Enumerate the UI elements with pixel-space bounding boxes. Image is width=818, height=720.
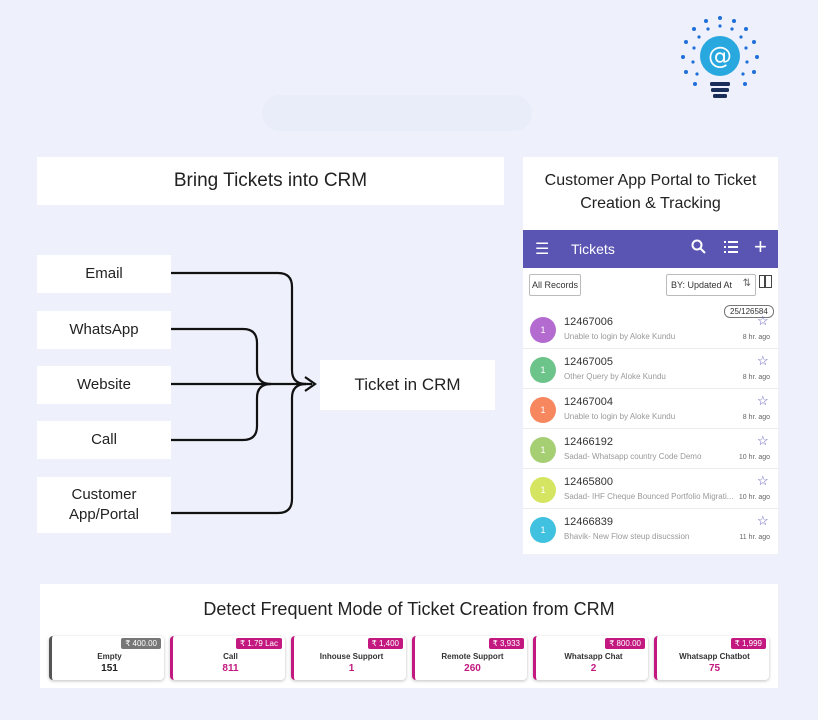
list-toolbar: All Records BY: Updated At ⇅ [523, 268, 778, 302]
mode-label: Inhouse Support [319, 652, 384, 661]
star-icon[interactable]: ☆ [757, 353, 769, 368]
mode-label: Whatsapp Chatbot [679, 652, 750, 661]
source-website: Website [37, 366, 171, 404]
mode-card-remote-support[interactable]: ₹ 3,933 Remote Support 260 [412, 636, 527, 680]
ticket-mode-title: Detect Frequent Mode of Ticket Creation … [203, 599, 615, 619]
faded-placeholder-bar [262, 95, 532, 131]
mode-amount: ₹ 1,400 [367, 638, 403, 649]
star-icon[interactable]: ☆ [757, 313, 769, 328]
ticket-time: 10 hr. ago [738, 454, 770, 461]
plus-icon[interactable]: + [754, 234, 767, 259]
at-sign-lightbulb-logo: @ [681, 16, 759, 98]
svg-text:@: @ [708, 42, 732, 70]
source-call: Call [37, 421, 171, 459]
ticket-badge: 1 [530, 397, 556, 423]
mode-count: 75 [708, 663, 721, 674]
ticket-row[interactable]: 1 12467004 Unable to login by Aloke Kund… [523, 389, 778, 429]
record-count-badge: 25/126584 [724, 305, 774, 318]
ticket-number: 12467006 [564, 316, 613, 328]
ticket-number: 12467004 [564, 396, 613, 408]
source-customer-portal: Customer App/Portal [37, 477, 171, 533]
mode-count: 151 [101, 663, 118, 674]
ticket-time: 10 hr. ago [738, 494, 770, 501]
mode-card-whatsapp-chatbot[interactable]: ₹ 1,999 Whatsapp Chatbot 75 [654, 636, 769, 680]
mode-amount: ₹ 1.79 Lac [235, 638, 282, 649]
columns-icon[interactable] [759, 275, 772, 288]
sort-by-label: BY: Updated At [671, 280, 733, 290]
search-icon[interactable] [691, 239, 706, 254]
mode-card-inhouse-support[interactable]: ₹ 1,400 Inhouse Support 1 [291, 636, 406, 680]
ticket-row[interactable]: 1 12467005 Other Query by Aloke Kundu ☆ … [523, 349, 778, 389]
ticket-time: 11 hr. ago [739, 534, 770, 541]
mode-label: Whatsapp Chat [564, 652, 623, 661]
ticket-badge: 1 [530, 317, 556, 343]
ticket-time: 8 hr. ago [742, 414, 770, 421]
mode-count: 1 [348, 663, 355, 674]
list-icon[interactable] [724, 241, 738, 253]
mode-count: 260 [464, 663, 481, 674]
ticket-mode-panel: Detect Frequent Mode of Ticket Creation … [40, 584, 778, 688]
ticket-time: 8 hr. ago [742, 374, 770, 381]
ticket-time: 8 hr. ago [742, 334, 770, 341]
source-whatsapp: WhatsApp [37, 311, 171, 349]
ticket-badge: 1 [530, 437, 556, 463]
mode-amount: ₹ 400.00 [121, 638, 161, 649]
ticket-row[interactable]: 1 12467006 Unable to login by Aloke Kund… [523, 309, 778, 349]
ticket-description: Sadad- IHF Cheque Bounced Portfolio Migr… [564, 492, 734, 501]
ticket-description: Bhavik- New Flow steup disucssion [564, 532, 690, 541]
mode-amount: ₹ 1,999 [730, 638, 766, 649]
app-bar: ☰ Tickets + [523, 230, 778, 268]
ticket-description: Unable to login by Aloke Kundu [564, 332, 676, 341]
mode-label: Call [223, 652, 238, 661]
ticket-number: 12466839 [564, 516, 613, 528]
star-icon[interactable]: ☆ [757, 473, 769, 488]
sort-direction-icon: ⇅ [742, 278, 751, 289]
ticket-description: Unable to login by Aloke Kundu [564, 412, 676, 421]
mode-count: 2 [590, 663, 597, 674]
hamburger-icon[interactable]: ☰ [535, 241, 550, 258]
mode-card-empty[interactable]: ₹ 400.00 Empty 151 [49, 636, 164, 680]
portal-title: Customer App Portal to Ticket Creation &… [544, 172, 757, 212]
ticket-badge: 1 [530, 477, 556, 503]
mode-amount: ₹ 3,933 [488, 638, 524, 649]
ticket-number: 12465800 [564, 476, 613, 488]
mode-card-call[interactable]: ₹ 1.79 Lac Call 811 [170, 636, 285, 680]
mode-amount: ₹ 800.00 [605, 638, 645, 649]
ticket-badge: 1 [530, 357, 556, 383]
ticket-description: Other Query by Aloke Kundu [564, 372, 666, 381]
mode-label: Empty [97, 652, 122, 661]
source-email: Email [37, 255, 171, 293]
destination-ticket-in-crm: Ticket in CRM [320, 360, 495, 410]
left-panel-title: Bring Tickets into CRM [37, 157, 504, 205]
mode-count: 811 [222, 663, 239, 674]
sort-by-button[interactable]: BY: Updated At ⇅ [666, 274, 756, 296]
ticket-number: 12467005 [564, 356, 613, 368]
app-bar-title: Tickets [571, 241, 615, 257]
all-records-button[interactable]: All Records [529, 274, 581, 296]
ticket-badge: 1 [530, 517, 556, 543]
star-icon[interactable]: ☆ [757, 393, 769, 408]
mode-card-whatsapp-chat[interactable]: ₹ 800.00 Whatsapp Chat 2 [533, 636, 648, 680]
ticket-row[interactable]: 1 12466192 Sadad- Whatsapp country Code … [523, 429, 778, 469]
ticket-row[interactable]: 1 12465800 Sadad- IHF Cheque Bounced Por… [523, 469, 778, 509]
mode-label: Remote Support [441, 652, 504, 661]
ticket-description: Sadad- Whatsapp country Code Demo [564, 452, 702, 461]
ticket-number: 12466192 [564, 436, 613, 448]
star-icon[interactable]: ☆ [757, 513, 769, 528]
ticket-row[interactable]: 1 12466839 Bhavik- New Flow steup disucs… [523, 509, 778, 549]
customer-portal-panel: Customer App Portal to Ticket Creation &… [523, 157, 778, 554]
star-icon[interactable]: ☆ [757, 433, 769, 448]
